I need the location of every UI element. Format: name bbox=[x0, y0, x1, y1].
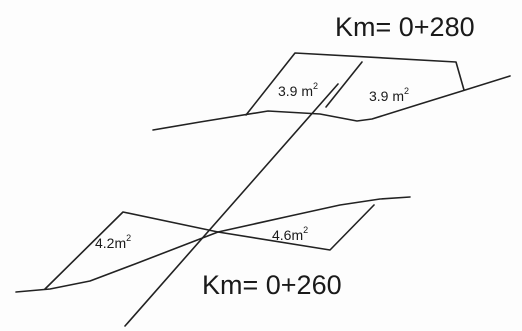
upper-right-area-label: 3.9 m2 bbox=[369, 86, 409, 104]
lower-station-label: Km= 0+260 bbox=[202, 270, 342, 300]
lower-road-template-left bbox=[44, 211, 219, 290]
upper-area-divider bbox=[325, 61, 363, 108]
upper-ground-line bbox=[152, 75, 511, 131]
centerline bbox=[124, 83, 339, 327]
upper-left-area-label: 3.9 m2 bbox=[278, 81, 318, 99]
upper-road-template bbox=[245, 52, 465, 116]
lower-road-template-right bbox=[217, 204, 375, 251]
lower-right-area-label: 4.6m2 bbox=[272, 225, 308, 243]
lower-left-area-label: 4.2m2 bbox=[95, 233, 131, 251]
upper-station-label: Km= 0+280 bbox=[335, 12, 475, 42]
